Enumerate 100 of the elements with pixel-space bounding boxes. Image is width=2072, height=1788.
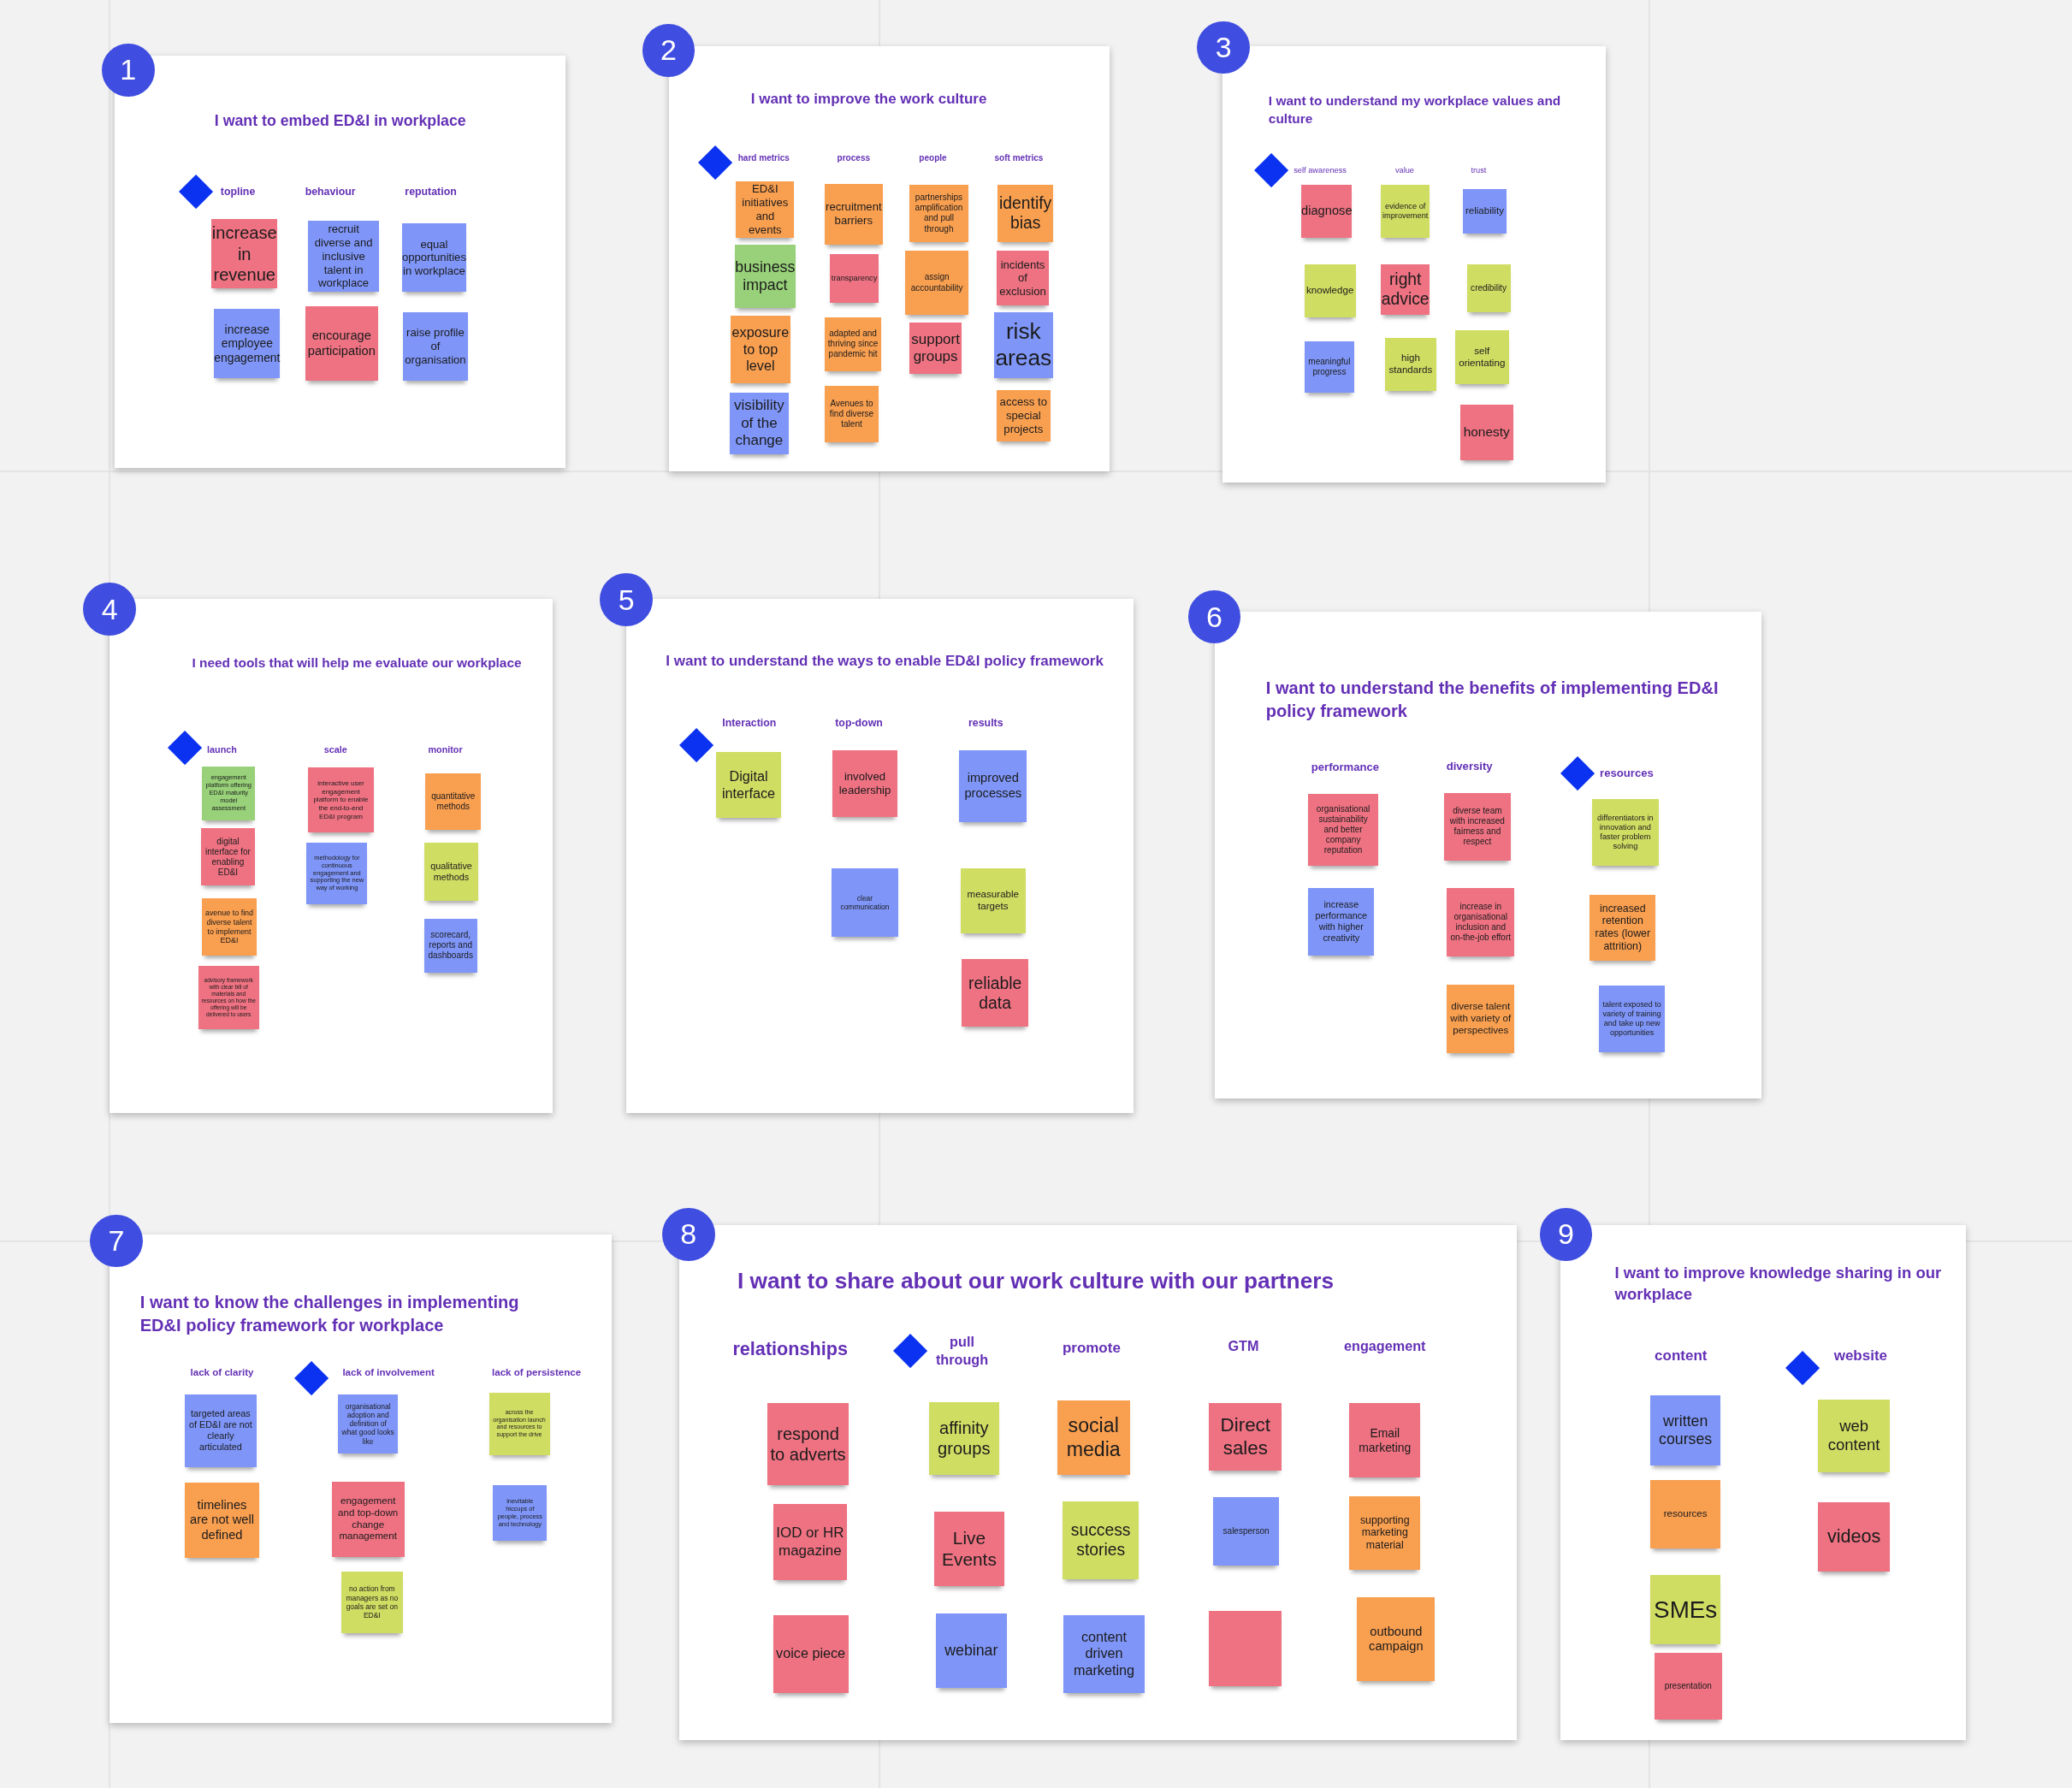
diamond-marker — [893, 1333, 928, 1368]
column-heading: promote — [1062, 1338, 1121, 1358]
column-heading: behaviour — [305, 184, 356, 198]
sticky-note: content driven marketing — [1063, 1614, 1145, 1693]
sticky-note: measurable targets — [960, 867, 1026, 933]
sticky-note: talent exposed to variety of training and take up new opportunities — [1599, 986, 1666, 1052]
diamond-marker — [1253, 153, 1288, 188]
sticky-note: adapted and thriving since pandemic hit — [824, 317, 882, 372]
sticky-note: increase performance with higher creativity — [1308, 888, 1375, 956]
sticky-note: diverse team with increased fairness and respect — [1444, 792, 1511, 861]
sticky-note: transparency — [830, 253, 879, 303]
frame-title: I want to know the challenges in implementing ED&I policy framework for workplace — [139, 1292, 520, 1337]
step-number-badge: 9 — [1539, 1207, 1593, 1261]
sticky-note: meaningful progress — [1304, 340, 1355, 393]
step-number-badge: 1 — [101, 43, 155, 97]
sticky-note: visibility of the change — [729, 392, 790, 455]
diamond-marker — [1560, 755, 1595, 790]
diamond-marker — [294, 1360, 329, 1396]
step-number-badge: 2 — [642, 23, 696, 77]
sticky-note: knowledge — [1304, 263, 1356, 317]
column-heading: Interaction — [722, 715, 777, 730]
sticky-note: success stories — [1062, 1501, 1140, 1579]
sticky-note: qualitative methods — [423, 843, 479, 902]
sticky-note: evidence of improvement — [1381, 185, 1430, 239]
column-heading: trust — [1471, 165, 1487, 176]
sticky-note: timelines are not well defined — [185, 1483, 259, 1559]
column-heading: diversity — [1446, 759, 1493, 774]
column-heading: lack of involvement — [342, 1366, 435, 1380]
sticky-note: support groups — [909, 322, 962, 375]
sticky-note: Avenues to find diverse talent — [824, 386, 879, 443]
diamond-marker — [1785, 1350, 1820, 1385]
sticky-note: incidents of exclusion — [996, 251, 1050, 305]
sticky-note: organisational sustainability and better company reputation — [1308, 794, 1379, 866]
sticky-note: increased retention rates (lower attrition) — [1590, 894, 1656, 961]
sticky-note: equal opportunities in workplace — [401, 223, 467, 293]
column-heading: relationships — [732, 1337, 848, 1361]
column-heading: pull through — [934, 1332, 990, 1369]
sticky-note: honesty — [1459, 404, 1513, 460]
sticky-note: business impact — [734, 244, 796, 308]
sticky-note: Live Events — [934, 1512, 1004, 1586]
column-heading: scale — [323, 743, 347, 755]
sticky-note: exposure to top level — [731, 316, 790, 383]
sticky-note: IOD or HR magazine — [773, 1503, 848, 1581]
column-heading: results — [968, 715, 1003, 730]
column-heading: lack of persistence — [492, 1366, 582, 1380]
sticky-note: webinar — [935, 1613, 1007, 1688]
sticky-note: voice piece — [773, 1614, 849, 1693]
column-heading: launch — [207, 743, 237, 755]
sticky-note: risk areas — [993, 311, 1054, 378]
sticky-note: presentation — [1654, 1653, 1722, 1720]
sticky-note: Digital interface — [716, 751, 781, 819]
sticky-note: high standards — [1384, 338, 1436, 392]
sticky-note — [1209, 1610, 1282, 1686]
sticky-note: increase employee engagement — [214, 309, 281, 378]
sticky-note: Email marketing — [1349, 1403, 1421, 1477]
sticky-note: interactive user engagement platform to enable the end-to-end ED&I program — [307, 767, 375, 833]
column-heading: content — [1655, 1346, 1708, 1365]
frame-title: I want to understand my workplace values and culture — [1268, 92, 1562, 127]
frame-title: I want to share about our work culture with our partners — [737, 1266, 1335, 1295]
sticky-note: partnerships amplification and pull through — [909, 185, 969, 242]
sticky-note: targeted areas of ED&I are not clearly articulated — [185, 1394, 257, 1467]
sticky-note: respond to adverts — [767, 1403, 849, 1486]
sticky-note: outbound campaign — [1357, 1597, 1436, 1681]
column-heading: soft metrics — [994, 152, 1044, 164]
sticky-note: self orientating — [1454, 330, 1509, 385]
frame-title: I need tools that will help me evaluate our workplace — [191, 654, 523, 672]
column-heading: self awareness — [1294, 165, 1347, 176]
frame-title: I want to understand the ways to enable ED&I policy framework — [665, 651, 1104, 671]
sticky-note: differentiators in innovation and faster problem solving — [1592, 799, 1659, 866]
sticky-note: affinity groups — [928, 1401, 999, 1475]
frame-card — [678, 1224, 1518, 1741]
step-number-badge: 8 — [661, 1207, 715, 1261]
sticky-note: digital interface for enabling ED&I — [200, 828, 256, 885]
sticky-note: diverse talent with variety of perspectives — [1447, 984, 1515, 1054]
column-heading: resources — [1600, 766, 1654, 781]
column-heading: website — [1833, 1346, 1887, 1365]
frame-card — [115, 55, 566, 468]
step-number-badge: 4 — [83, 583, 137, 636]
sticky-note: supporting marketing material — [1349, 1495, 1421, 1570]
sticky-note: engagement and top-down change management — [331, 1481, 405, 1557]
step-number-badge: 5 — [600, 573, 654, 627]
frame-card — [1560, 1224, 1967, 1741]
sticky-note: right advice — [1381, 263, 1430, 315]
sticky-note: involved leadership — [832, 750, 897, 817]
sticky-note: diagnose — [1301, 185, 1353, 239]
column-heading: people — [919, 152, 947, 164]
sticky-note: access to special projects — [996, 389, 1051, 441]
column-heading: top-down — [835, 715, 883, 730]
step-number-badge: 3 — [1197, 21, 1251, 74]
sticky-note: encourage participation — [305, 306, 378, 381]
column-heading: process — [837, 152, 871, 164]
sticky-note: raise profile of organisation — [403, 311, 468, 381]
column-heading: engagement — [1344, 1337, 1426, 1356]
sticky-note: videos — [1818, 1502, 1890, 1572]
frame-title: I want to understand the benefits of implementing ED&I policy framework — [1265, 677, 1720, 722]
step-number-badge: 6 — [1187, 590, 1241, 644]
sticky-note: no action from managers as no goals are set on ED&I — [340, 1571, 404, 1634]
frame-title: I want to embed ED&I in workplace — [213, 110, 467, 131]
frame-title: I want to improve the work culture — [749, 90, 988, 110]
sticky-note: SMEs — [1650, 1575, 1721, 1644]
